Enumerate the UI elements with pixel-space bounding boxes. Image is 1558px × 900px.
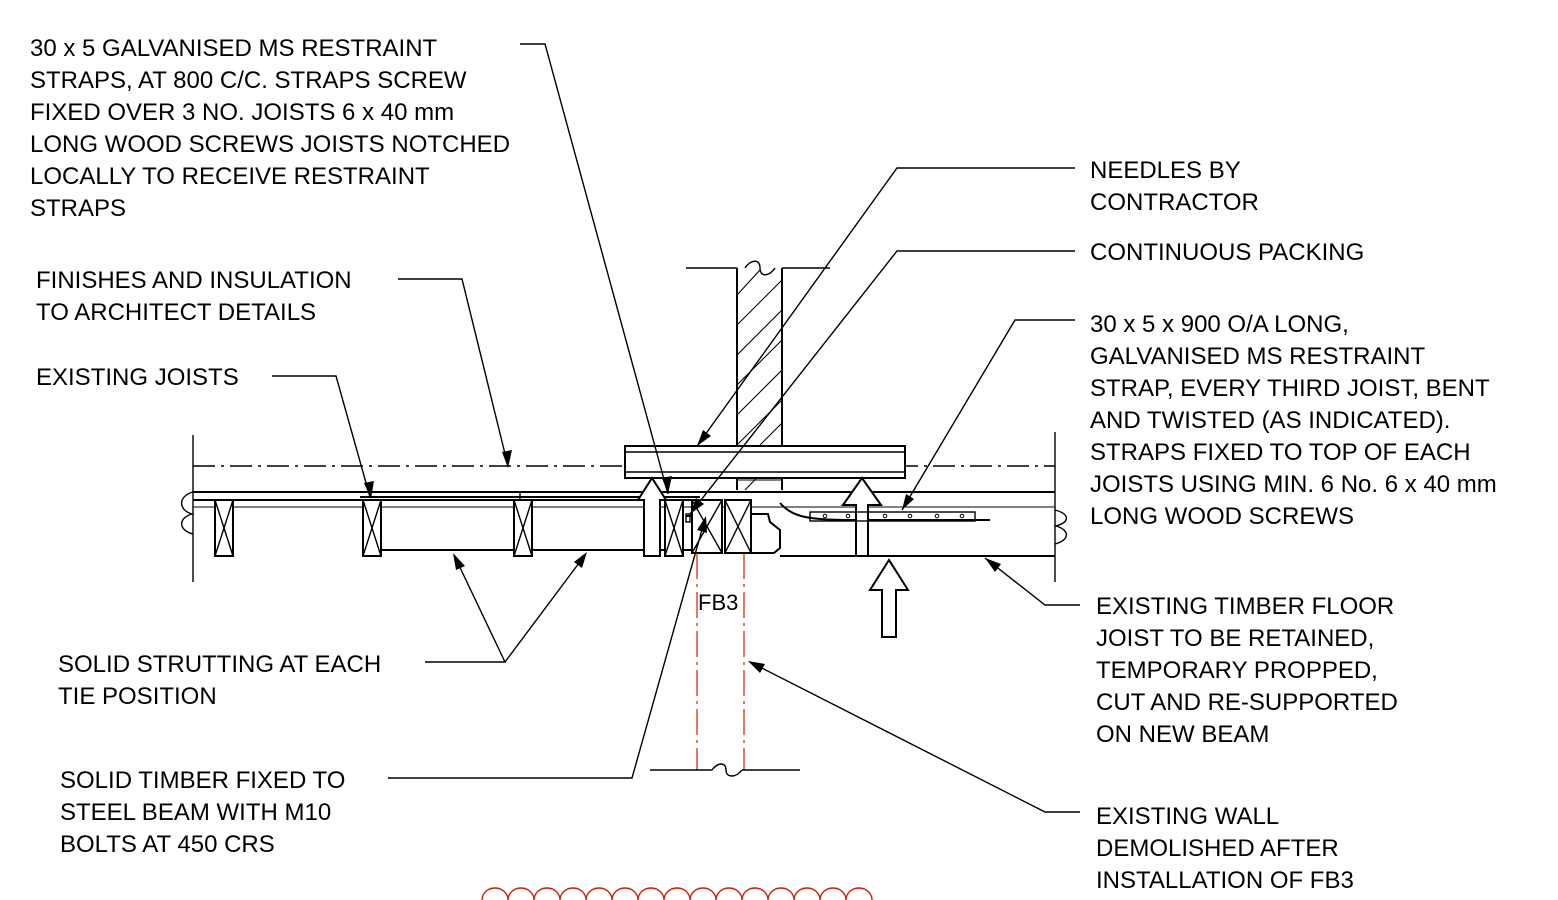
leader-lines	[272, 43, 1080, 813]
existing-joists-note: EXISTING JOISTS	[36, 364, 239, 391]
needles-note: NEEDLES BY CONTRACTOR	[1090, 157, 1259, 216]
strutting-note: SOLID STRUTTING AT EACH TIE POSITION	[58, 651, 388, 710]
existing-joists	[214, 499, 684, 557]
existing-wall-below	[650, 553, 800, 777]
timber-floor-note: EXISTING TIMBER FLOOR JOIST TO BE RETAIN…	[1096, 593, 1405, 748]
steel-beam-fb3	[685, 499, 781, 554]
restraint-strap-long	[519, 492, 976, 522]
needle	[624, 445, 906, 479]
solid-timber-note: SOLID TIMBER FIXED TO STEEL BEAM WITH M1…	[60, 767, 352, 858]
joist	[362, 499, 382, 557]
finishes-note: FINISHES AND INSULATION TO ARCHITECT DET…	[36, 267, 358, 326]
wall-demolished-note: EXISTING WALL DEMOLISHED AFTER INSTALLAT…	[1096, 803, 1354, 894]
beam-reference-label: FB3	[698, 590, 738, 615]
continuous-packing-note: CONTINUOUS PACKING	[1090, 239, 1364, 266]
revision-cloud	[481, 887, 873, 900]
joist	[513, 499, 533, 557]
strap-long-note: 30 x 5 x 900 O/A LONG, GALVANISED MS RES…	[1090, 311, 1503, 530]
joist	[664, 499, 684, 557]
joist	[214, 499, 234, 557]
temporary-props	[636, 476, 910, 638]
restraint-straps-note: 30 x 5 GALVANISED MS RESTRAINT STRAPS, A…	[30, 35, 517, 222]
